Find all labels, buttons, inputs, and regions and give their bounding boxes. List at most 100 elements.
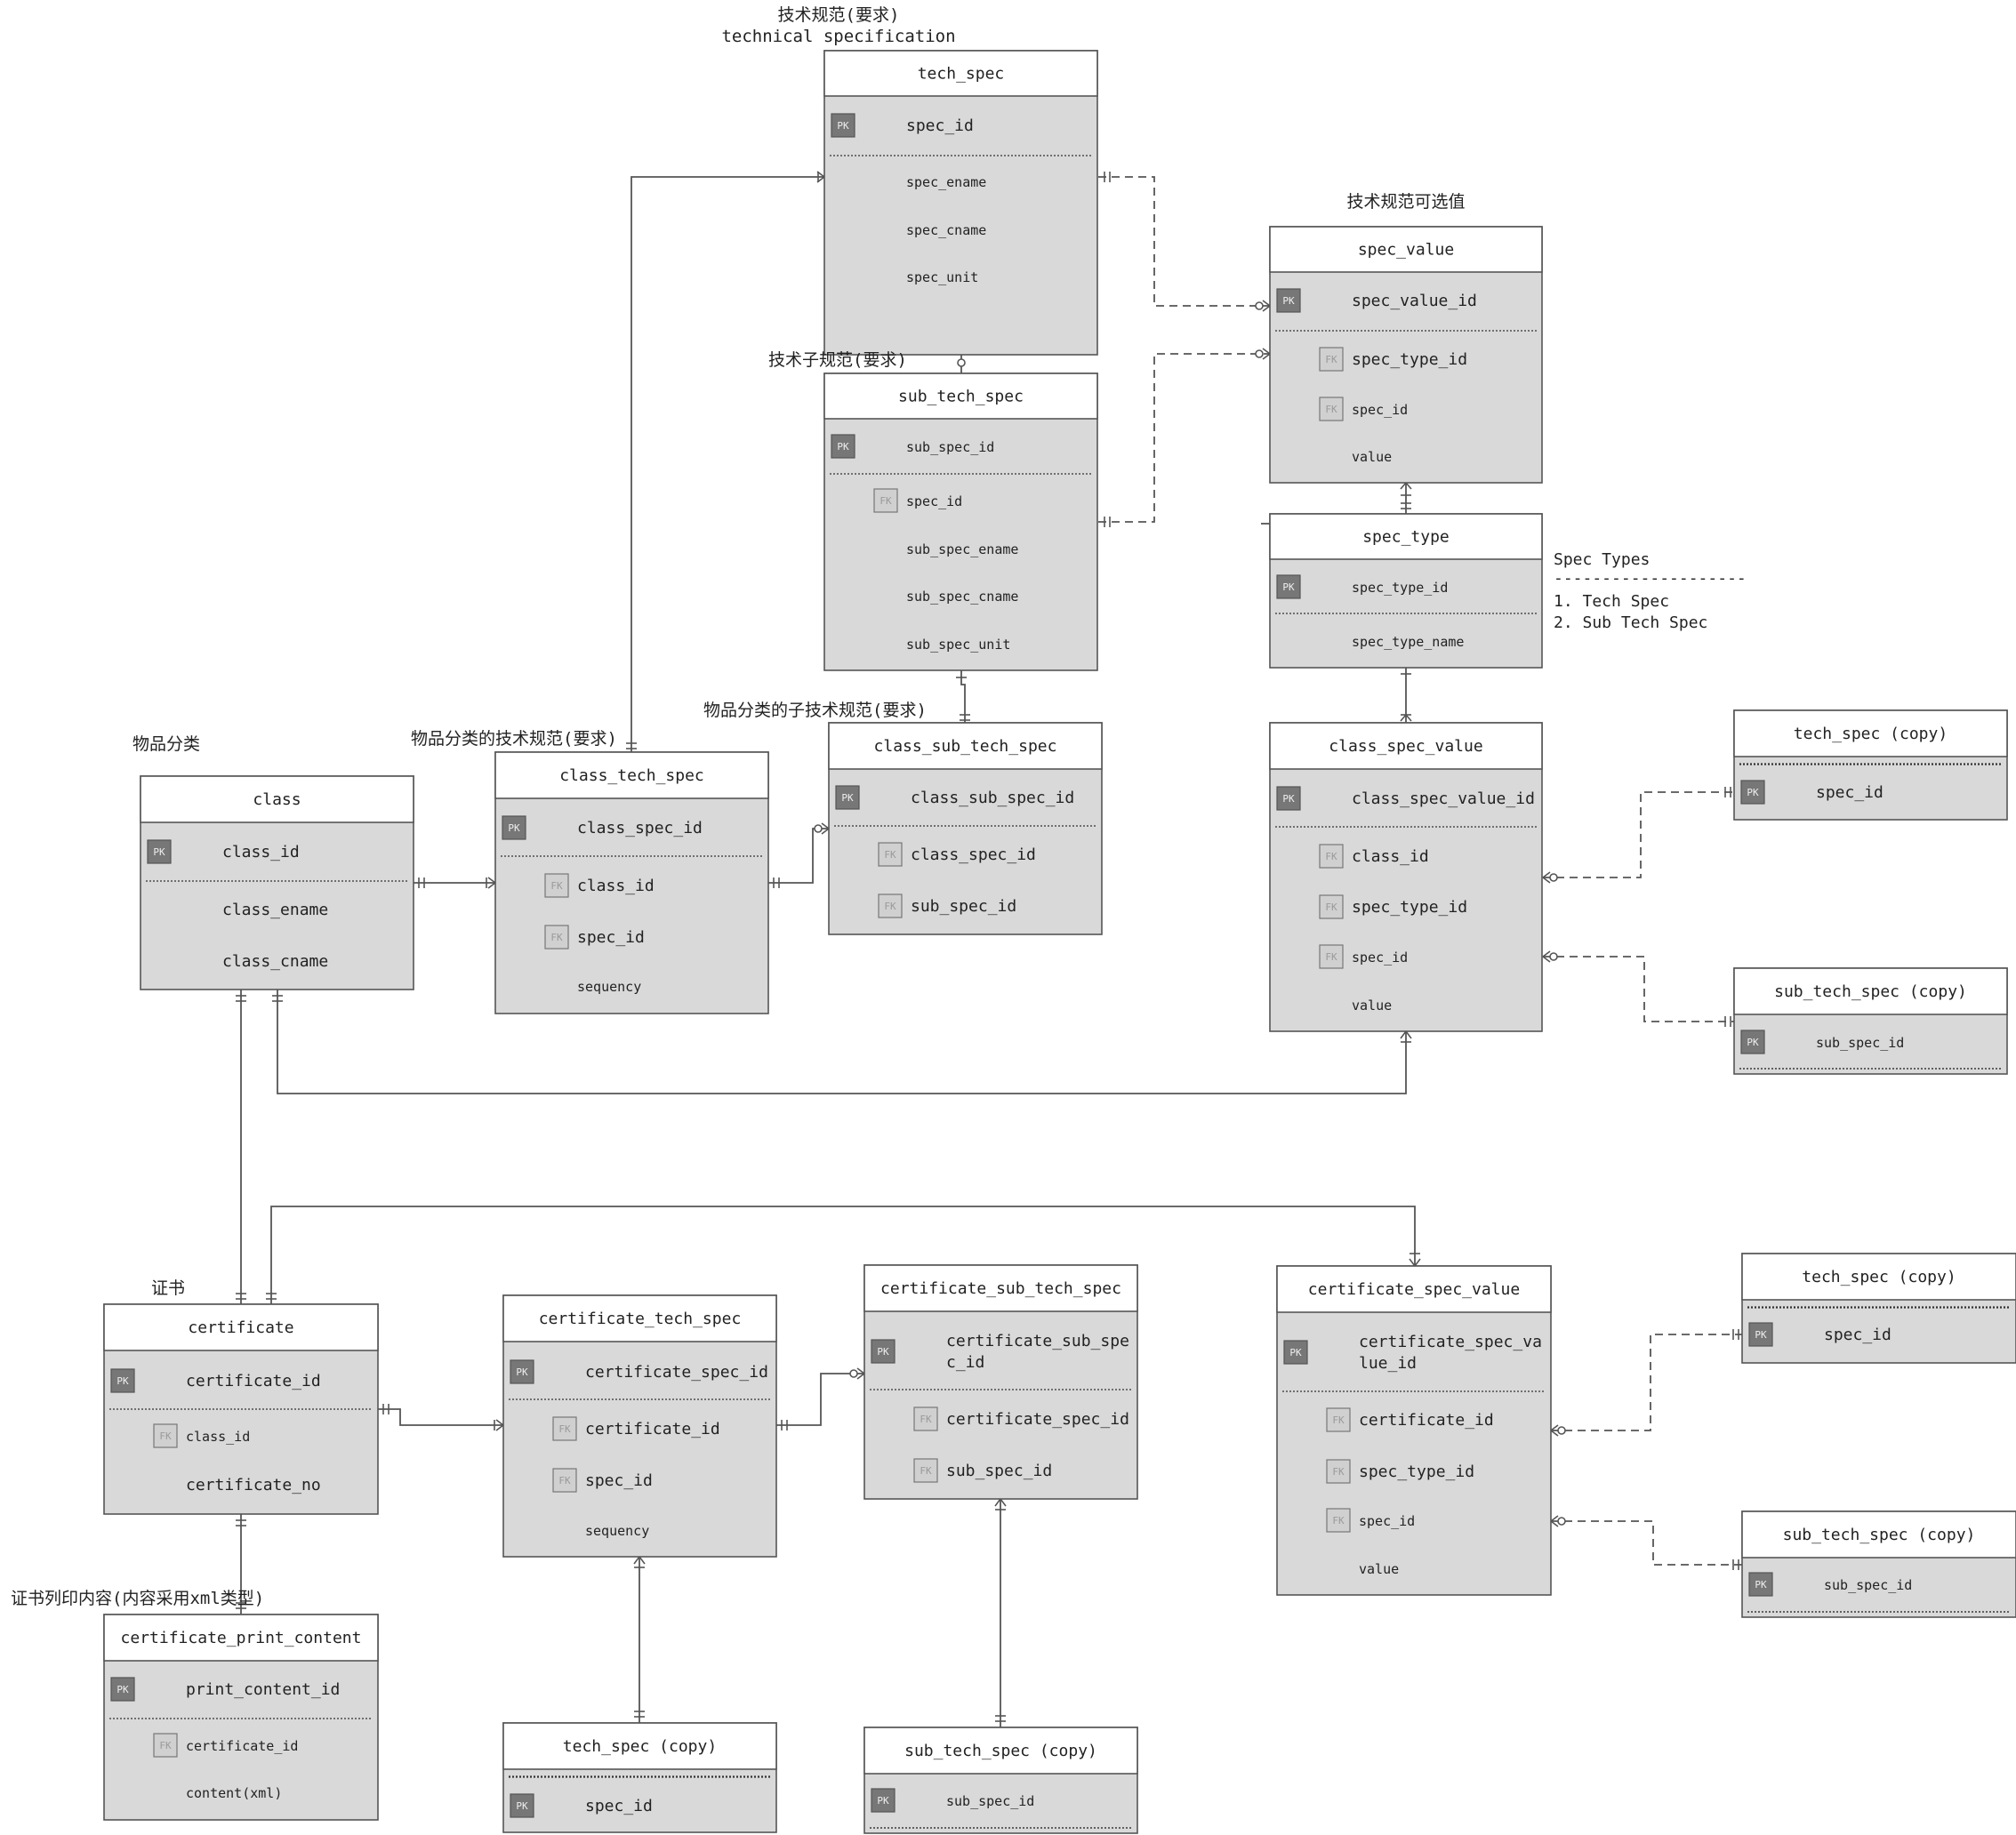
pk-badge-label: PK — [877, 1795, 889, 1807]
primary-key-badge — [1748, 1322, 1773, 1347]
fk-badge-label: FK — [1325, 851, 1337, 862]
rel-certificate-print-content — [236, 1514, 246, 1615]
pk-badge-label: PK — [837, 441, 849, 453]
field-name: spec_id — [585, 1471, 653, 1490]
pk-badge-label: PK — [837, 120, 849, 132]
field-name: certificate_sub_spe — [946, 1332, 1129, 1350]
field-name: class_id — [1352, 847, 1429, 866]
entity-header — [1741, 1510, 2016, 1559]
label-class-sub-tech-spec-cn: 物品分类的子技术规范(要求) — [703, 701, 927, 720]
primary-key-badge — [110, 1677, 135, 1702]
entity-title: tech_spec (copy) — [1794, 725, 1948, 743]
foreign-key-badge — [878, 893, 903, 918]
pk-badge-label: PK — [516, 1366, 528, 1378]
field-name: sub_spec_id — [1816, 1035, 1904, 1051]
field-name: class_id — [577, 877, 655, 895]
fk-badge-label: FK — [558, 1423, 571, 1435]
rel-certificate-spec-value-tech-spec-copy — [1550, 1329, 1742, 1437]
pk-badge-label: PK — [508, 822, 520, 834]
fk-badge-label: FK — [1325, 354, 1337, 365]
field-name: class_id — [186, 1429, 250, 1445]
entity-header — [1276, 1265, 1552, 1313]
rel-sub-tech-spec-spec-value — [1098, 348, 1271, 527]
field-name: sequency — [585, 1523, 649, 1539]
field-name: spec_type_id — [1352, 580, 1448, 596]
foreign-key-badge — [873, 488, 898, 513]
entity-header — [1269, 226, 1543, 273]
note-rule: -------------------- — [1554, 569, 1747, 588]
field-name: class_spec_id — [577, 819, 703, 837]
note-item-1: 1. Tech Spec — [1554, 592, 1669, 611]
field-name: sequency — [577, 979, 641, 995]
label-certificate-cn: 证书 — [151, 1278, 185, 1298]
field-name: spec_id — [585, 1797, 653, 1815]
field-name: spec_id — [1352, 402, 1408, 418]
entity-header — [823, 50, 1098, 97]
entity-header — [1269, 513, 1543, 560]
entity-header — [1733, 709, 2008, 757]
foreign-key-badge — [1319, 347, 1344, 372]
primary-key-badge — [1283, 1340, 1308, 1365]
foreign-key-badge — [153, 1733, 178, 1758]
fk-badge-label: FK — [1332, 1466, 1345, 1478]
field-name: certificate_id — [585, 1420, 720, 1438]
fk-badge-label: FK — [550, 932, 563, 943]
rel-class-class-tech-spec — [414, 877, 496, 889]
pk-badge-label: PK — [1755, 1329, 1767, 1341]
fk-badge-label: FK — [1325, 404, 1337, 415]
entity-header — [502, 1294, 777, 1342]
fk-badge-label: FK — [550, 880, 563, 892]
entity-title: certificate — [188, 1318, 293, 1337]
field-name: spec_type_id — [1352, 898, 1467, 917]
primary-key-badge — [510, 1793, 534, 1818]
foreign-key-badge — [544, 873, 569, 898]
field-name: certificate_spec_id — [585, 1363, 768, 1382]
fk-badge-label: FK — [1332, 1515, 1345, 1526]
field-name: sub_spec_id — [906, 439, 994, 455]
foreign-key-badge — [1319, 397, 1344, 421]
field-name: c_id — [946, 1353, 984, 1372]
field-name: spec_type_name — [1352, 634, 1464, 650]
rel-class-certificate — [236, 990, 246, 1304]
entity-header — [828, 722, 1103, 770]
primary-key-badge — [831, 113, 855, 138]
entity-title: spec_type — [1362, 528, 1450, 547]
entity-title: tech_spec (copy) — [563, 1737, 717, 1756]
entity-title: sub_tech_spec — [898, 388, 1024, 406]
pk-badge-label: PK — [1282, 295, 1295, 307]
relationships — [236, 171, 1742, 1727]
field-name: spec_id — [906, 116, 974, 135]
primary-key-badge — [510, 1359, 534, 1384]
field-name: certificate_id — [1359, 1411, 1494, 1430]
entity-header — [103, 1303, 379, 1351]
pk-badge-label: PK — [1747, 1037, 1759, 1048]
entity-title: class — [253, 790, 301, 809]
primary-key-badge — [1748, 1572, 1773, 1597]
primary-key-badge — [831, 434, 855, 459]
entity-title: sub_tech_spec (copy) — [904, 1742, 1097, 1760]
rel-class-spec-value-tech-spec-copy — [1542, 787, 1734, 884]
entity-header — [1741, 1253, 2016, 1301]
entity-certificate-spec-value[interactable]: certificate_spec_valuePKcertificate_spec… — [1276, 1265, 1552, 1596]
entity-title: tech_spec — [918, 65, 1005, 84]
entity-certificate-sub-tech-spec[interactable]: certificate_sub_tech_specPKcertificate_s… — [863, 1264, 1138, 1500]
